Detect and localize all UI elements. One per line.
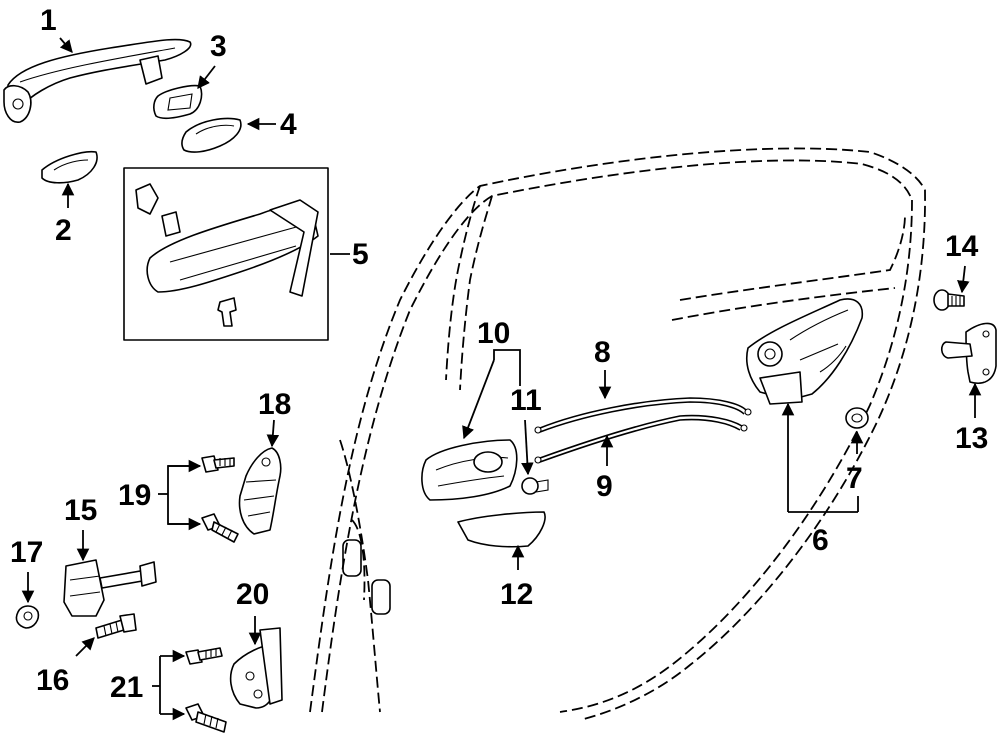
clip-part[interactable] (521, 477, 549, 495)
callout-9: 9 (596, 470, 613, 503)
callout-17: 17 (10, 536, 43, 569)
inside-handle-part[interactable] (421, 439, 518, 501)
lower-hinge-bolt-lower-part[interactable] (185, 703, 227, 733)
callout-13: 13 (955, 422, 988, 455)
release-cable-part[interactable] (534, 414, 748, 464)
callout-15: 15 (64, 494, 97, 527)
lower-hinge-part[interactable] (229, 627, 283, 709)
lower-hinge-bolt-upper-part[interactable] (185, 647, 223, 665)
gasket-part[interactable] (41, 150, 98, 184)
nut-part[interactable] (15, 605, 40, 629)
callout-7: 7 (846, 462, 863, 495)
callout-6: 6 (812, 524, 829, 557)
door-outline (309, 147, 926, 721)
hinge-bolt-lower-part[interactable] (201, 513, 239, 543)
grommet-part[interactable] (845, 407, 869, 429)
callout-20: 20 (236, 578, 269, 611)
callout-5: 5 (352, 238, 369, 271)
callout-12: 12 (500, 578, 533, 611)
handle-cap-part[interactable] (153, 84, 203, 119)
handle-frame-kit-part[interactable] (123, 167, 329, 341)
callout-21: 21 (110, 671, 143, 704)
callout-16: 16 (36, 664, 69, 697)
upper-hinge-part[interactable] (238, 447, 282, 535)
callout-19: 19 (118, 479, 151, 512)
callout-14: 14 (945, 230, 979, 263)
handle-bezel-part[interactable] (457, 511, 546, 548)
handle-pad-part[interactable] (181, 117, 242, 153)
check-bolt-part[interactable] (95, 613, 137, 639)
lock-cable-part[interactable] (534, 397, 752, 434)
door-check-part[interactable] (63, 559, 157, 617)
striker-bolt-part[interactable] (933, 289, 965, 311)
callout-1: 1 (40, 4, 57, 37)
callout-8: 8 (594, 336, 611, 369)
hinge-bolt-upper-part[interactable] (201, 455, 235, 473)
callout-2: 2 (55, 214, 72, 247)
outside-handle-part[interactable] (3, 38, 192, 123)
callout-3: 3 (210, 30, 227, 63)
callout-4: 4 (280, 108, 297, 141)
door-lock-assembly-part[interactable] (745, 298, 864, 405)
callout-10: 10 (477, 317, 510, 350)
striker-part[interactable] (940, 322, 997, 384)
callout-18: 18 (258, 388, 291, 421)
callout-11: 11 (510, 384, 542, 417)
